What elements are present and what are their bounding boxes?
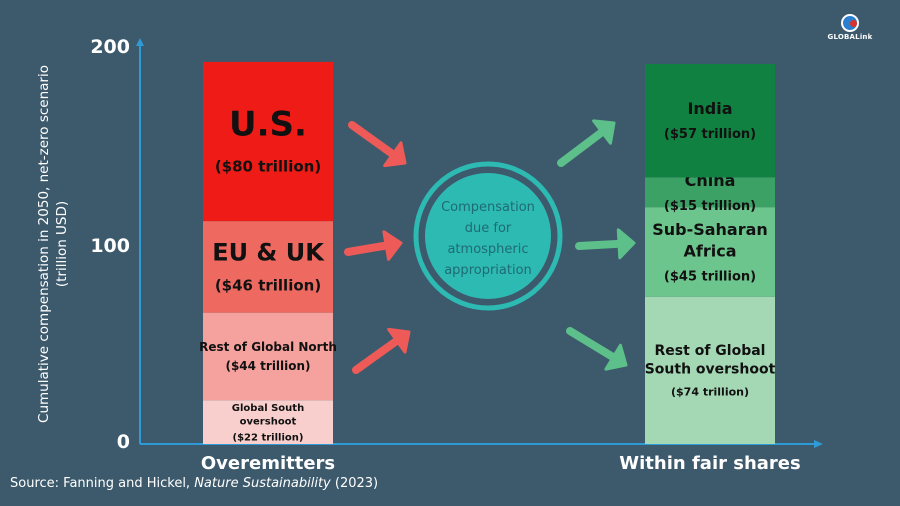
center-label-line: appropriation <box>444 263 532 278</box>
segment-label: Rest of Global North <box>199 340 337 354</box>
source-journal: Nature Sustainability <box>194 476 331 491</box>
source-prefix: Source: Fanning and Hickel, <box>10 476 195 491</box>
flow-arrow-head <box>382 230 403 261</box>
flow-arrow-shaft <box>348 121 397 159</box>
globe-icon <box>841 14 859 32</box>
y-tick-label: 100 <box>90 235 130 257</box>
logo-text: GLOBALink <box>827 33 873 41</box>
y-tick-label: 0 <box>117 431 130 453</box>
y-axis-label-line: Cumulative compensation in 2050, net-zer… <box>36 65 52 423</box>
flow-arrow-head <box>387 327 411 354</box>
y-axis-label: Cumulative compensation in 2050, net-zer… <box>36 65 70 423</box>
bar-segment <box>645 207 775 297</box>
flow-arrow-shaft <box>557 128 607 167</box>
y-tick-label: 200 <box>90 36 130 58</box>
bar-segment <box>645 296 775 444</box>
center-label-line: atmospheric <box>447 242 528 257</box>
segment-amount: ($74 trillion) <box>671 386 749 399</box>
segment-amount: ($80 trillion) <box>215 157 321 175</box>
segment-amount: ($45 trillion) <box>664 269 756 284</box>
segment-label: overshoot <box>240 416 297 427</box>
segment-label: EU & UK <box>212 238 325 266</box>
segment-label: Global South <box>232 403 304 414</box>
segment-amount: ($57 trillion) <box>664 127 756 142</box>
globalink-logo: GLOBALink <box>826 14 874 48</box>
bar-segment <box>203 400 333 444</box>
x-category-label: Within fair shares <box>619 453 800 474</box>
segment-label: South overshoot <box>645 362 776 378</box>
flow-arrow-head <box>616 228 636 260</box>
source-suffix: (2023) <box>330 476 379 491</box>
flow-arrow-shaft <box>352 336 401 374</box>
flow-arrow-head <box>604 343 628 371</box>
bar-segment <box>645 63 775 178</box>
segment-label: U.S. <box>229 104 307 144</box>
center-label-line: Compensation <box>441 200 535 215</box>
segment-label: Sub-Saharan <box>652 220 768 239</box>
segment-amount: ($15 trillion) <box>664 199 756 214</box>
x-category-label: Overemitters <box>201 453 335 474</box>
center-circle-ring <box>413 161 563 311</box>
segment-amount: ($44 trillion) <box>225 359 310 373</box>
segment-label: India <box>687 99 732 118</box>
segment-label: Africa <box>684 241 737 260</box>
flow-arrow-shaft <box>575 239 624 250</box>
bar-segment <box>645 177 775 208</box>
y-axis-arrowhead <box>136 38 144 46</box>
x-axis-arrowhead <box>814 440 823 448</box>
flow-arrow-head <box>383 141 407 168</box>
center-label-line: due for <box>465 221 512 236</box>
flow-arrow-shaft <box>344 241 391 256</box>
segment-amount: ($46 trillion) <box>215 276 321 294</box>
bar-segment <box>203 312 333 401</box>
flow-arrow-head <box>592 119 616 145</box>
y-axis-label-line: (trillion USD) <box>54 201 70 287</box>
bar-segment <box>203 61 333 222</box>
segment-amount: ($22 trillion) <box>233 432 304 443</box>
center-circle <box>425 173 551 299</box>
source-note: Source: Fanning and Hickel, Nature Susta… <box>10 476 378 491</box>
bar-segment <box>203 221 333 313</box>
segment-label: Rest of Global <box>655 343 766 359</box>
flow-arrow-shaft <box>566 327 618 362</box>
